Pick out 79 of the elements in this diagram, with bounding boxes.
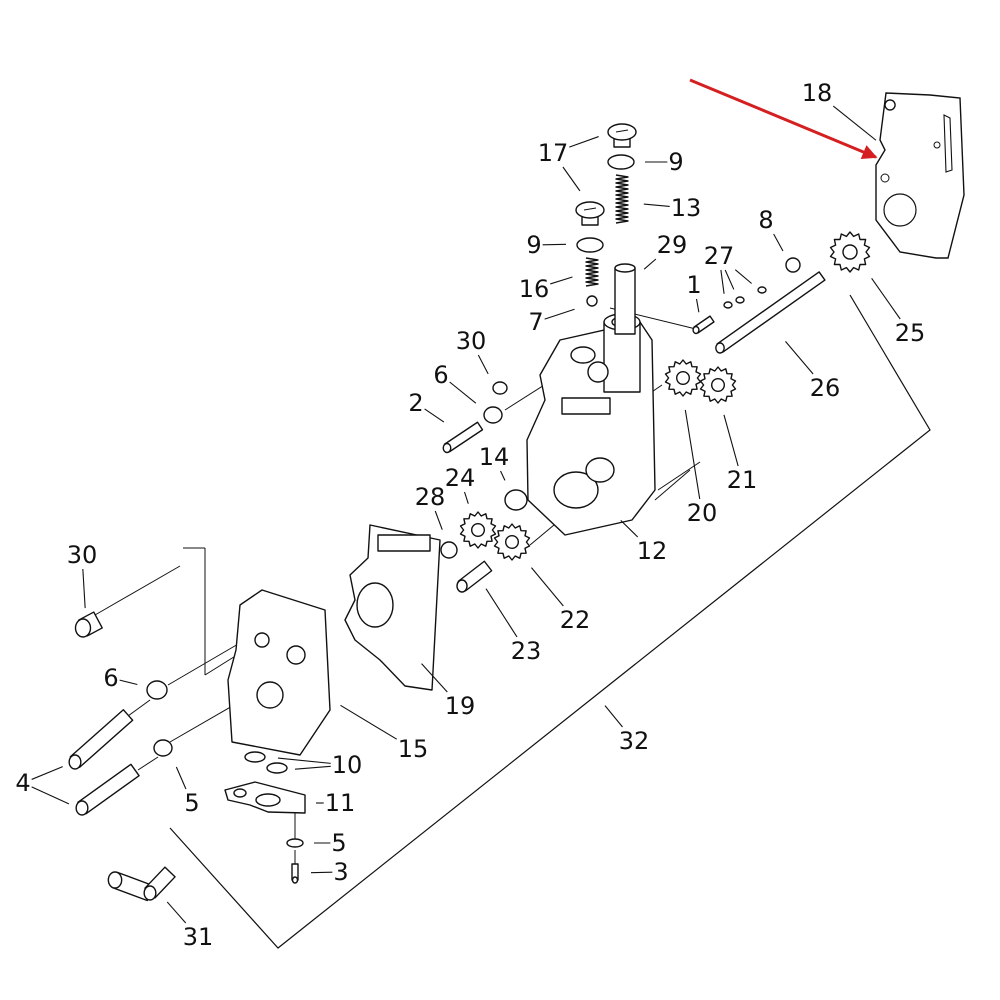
callout-number: 4 (15, 770, 31, 796)
leader-line (832, 106, 876, 141)
leader-line (544, 308, 575, 320)
callout-number: 29 (656, 232, 688, 258)
callout-number: 21 (726, 467, 758, 493)
callout-number: 6 (433, 362, 449, 388)
callout-number: 22 (560, 607, 590, 633)
leader-line (644, 258, 656, 270)
callout-number: 32 (618, 728, 650, 754)
callout-number: 23 (510, 638, 542, 664)
leader-line (340, 704, 397, 740)
callout-number: 28 (414, 484, 446, 510)
callout-number: 14 (478, 444, 510, 470)
callout-number: 17 (538, 140, 568, 166)
leader-line (166, 902, 186, 924)
callout-number: 15 (398, 736, 428, 762)
callout-number: 9 (526, 232, 542, 258)
leader-line (449, 382, 476, 404)
leader-line (421, 663, 448, 692)
callout-number: 30 (456, 328, 486, 354)
callout-number: 12 (636, 538, 668, 564)
leader-line (316, 802, 324, 804)
leader-line (734, 269, 752, 284)
leader-line (424, 408, 444, 423)
leader-line (120, 680, 138, 685)
leader-line (176, 766, 186, 790)
leader-line (31, 766, 63, 780)
callout-number: 6 (103, 665, 119, 691)
leader-line (724, 270, 734, 290)
callout-number: 2 (408, 390, 424, 416)
leader-line (562, 166, 580, 192)
callout-number: 16 (518, 276, 550, 302)
leader-line (620, 520, 638, 538)
leader-line (478, 354, 489, 374)
callout-number: 9 (668, 149, 684, 175)
callout-number: 31 (182, 924, 214, 950)
callout-number: 26 (810, 375, 840, 401)
cover-plate-drawing (875, 92, 965, 259)
leader-line (644, 204, 670, 208)
leader-line (486, 588, 518, 638)
leader-line (542, 244, 566, 246)
leader-line (785, 341, 814, 374)
callout-number: 27 (704, 243, 734, 269)
leader-line (314, 842, 330, 844)
callout-number: 11 (324, 790, 356, 816)
leader-line (720, 270, 725, 294)
leader-line (723, 414, 739, 466)
callout-number: 13 (670, 195, 702, 221)
leader-line (531, 567, 564, 606)
arrow (689, 78, 878, 159)
leader-line (645, 161, 668, 163)
callout-number: 5 (184, 790, 200, 816)
callout-number: 3 (333, 859, 349, 885)
leader-line (684, 410, 700, 500)
callout-number: 8 (758, 207, 774, 233)
leader-line (500, 470, 506, 481)
leader-line (696, 298, 700, 312)
callout-number: 5 (331, 830, 347, 856)
callout-number: 18 (802, 80, 832, 106)
leader-line (434, 510, 443, 530)
leader-line (604, 705, 623, 728)
callout-number: 1 (686, 272, 702, 298)
callout-number: 20 (686, 500, 718, 526)
leader-line (464, 492, 469, 504)
leader-line (569, 136, 599, 148)
leader-line (82, 568, 86, 608)
callout-number: 25 (894, 320, 926, 346)
leader-line (310, 872, 332, 874)
callout-number: 19 (444, 693, 476, 719)
leader-line (871, 278, 901, 320)
leader-line (31, 786, 70, 804)
callout-number: 7 (528, 309, 544, 335)
leader-line (294, 766, 331, 770)
callout-number: 24 (444, 465, 476, 491)
callout-number: 10 (332, 752, 362, 778)
leader-line (550, 276, 573, 284)
callout-number: 30 (66, 542, 98, 568)
leader-line (773, 234, 784, 252)
leader-line (278, 758, 331, 764)
